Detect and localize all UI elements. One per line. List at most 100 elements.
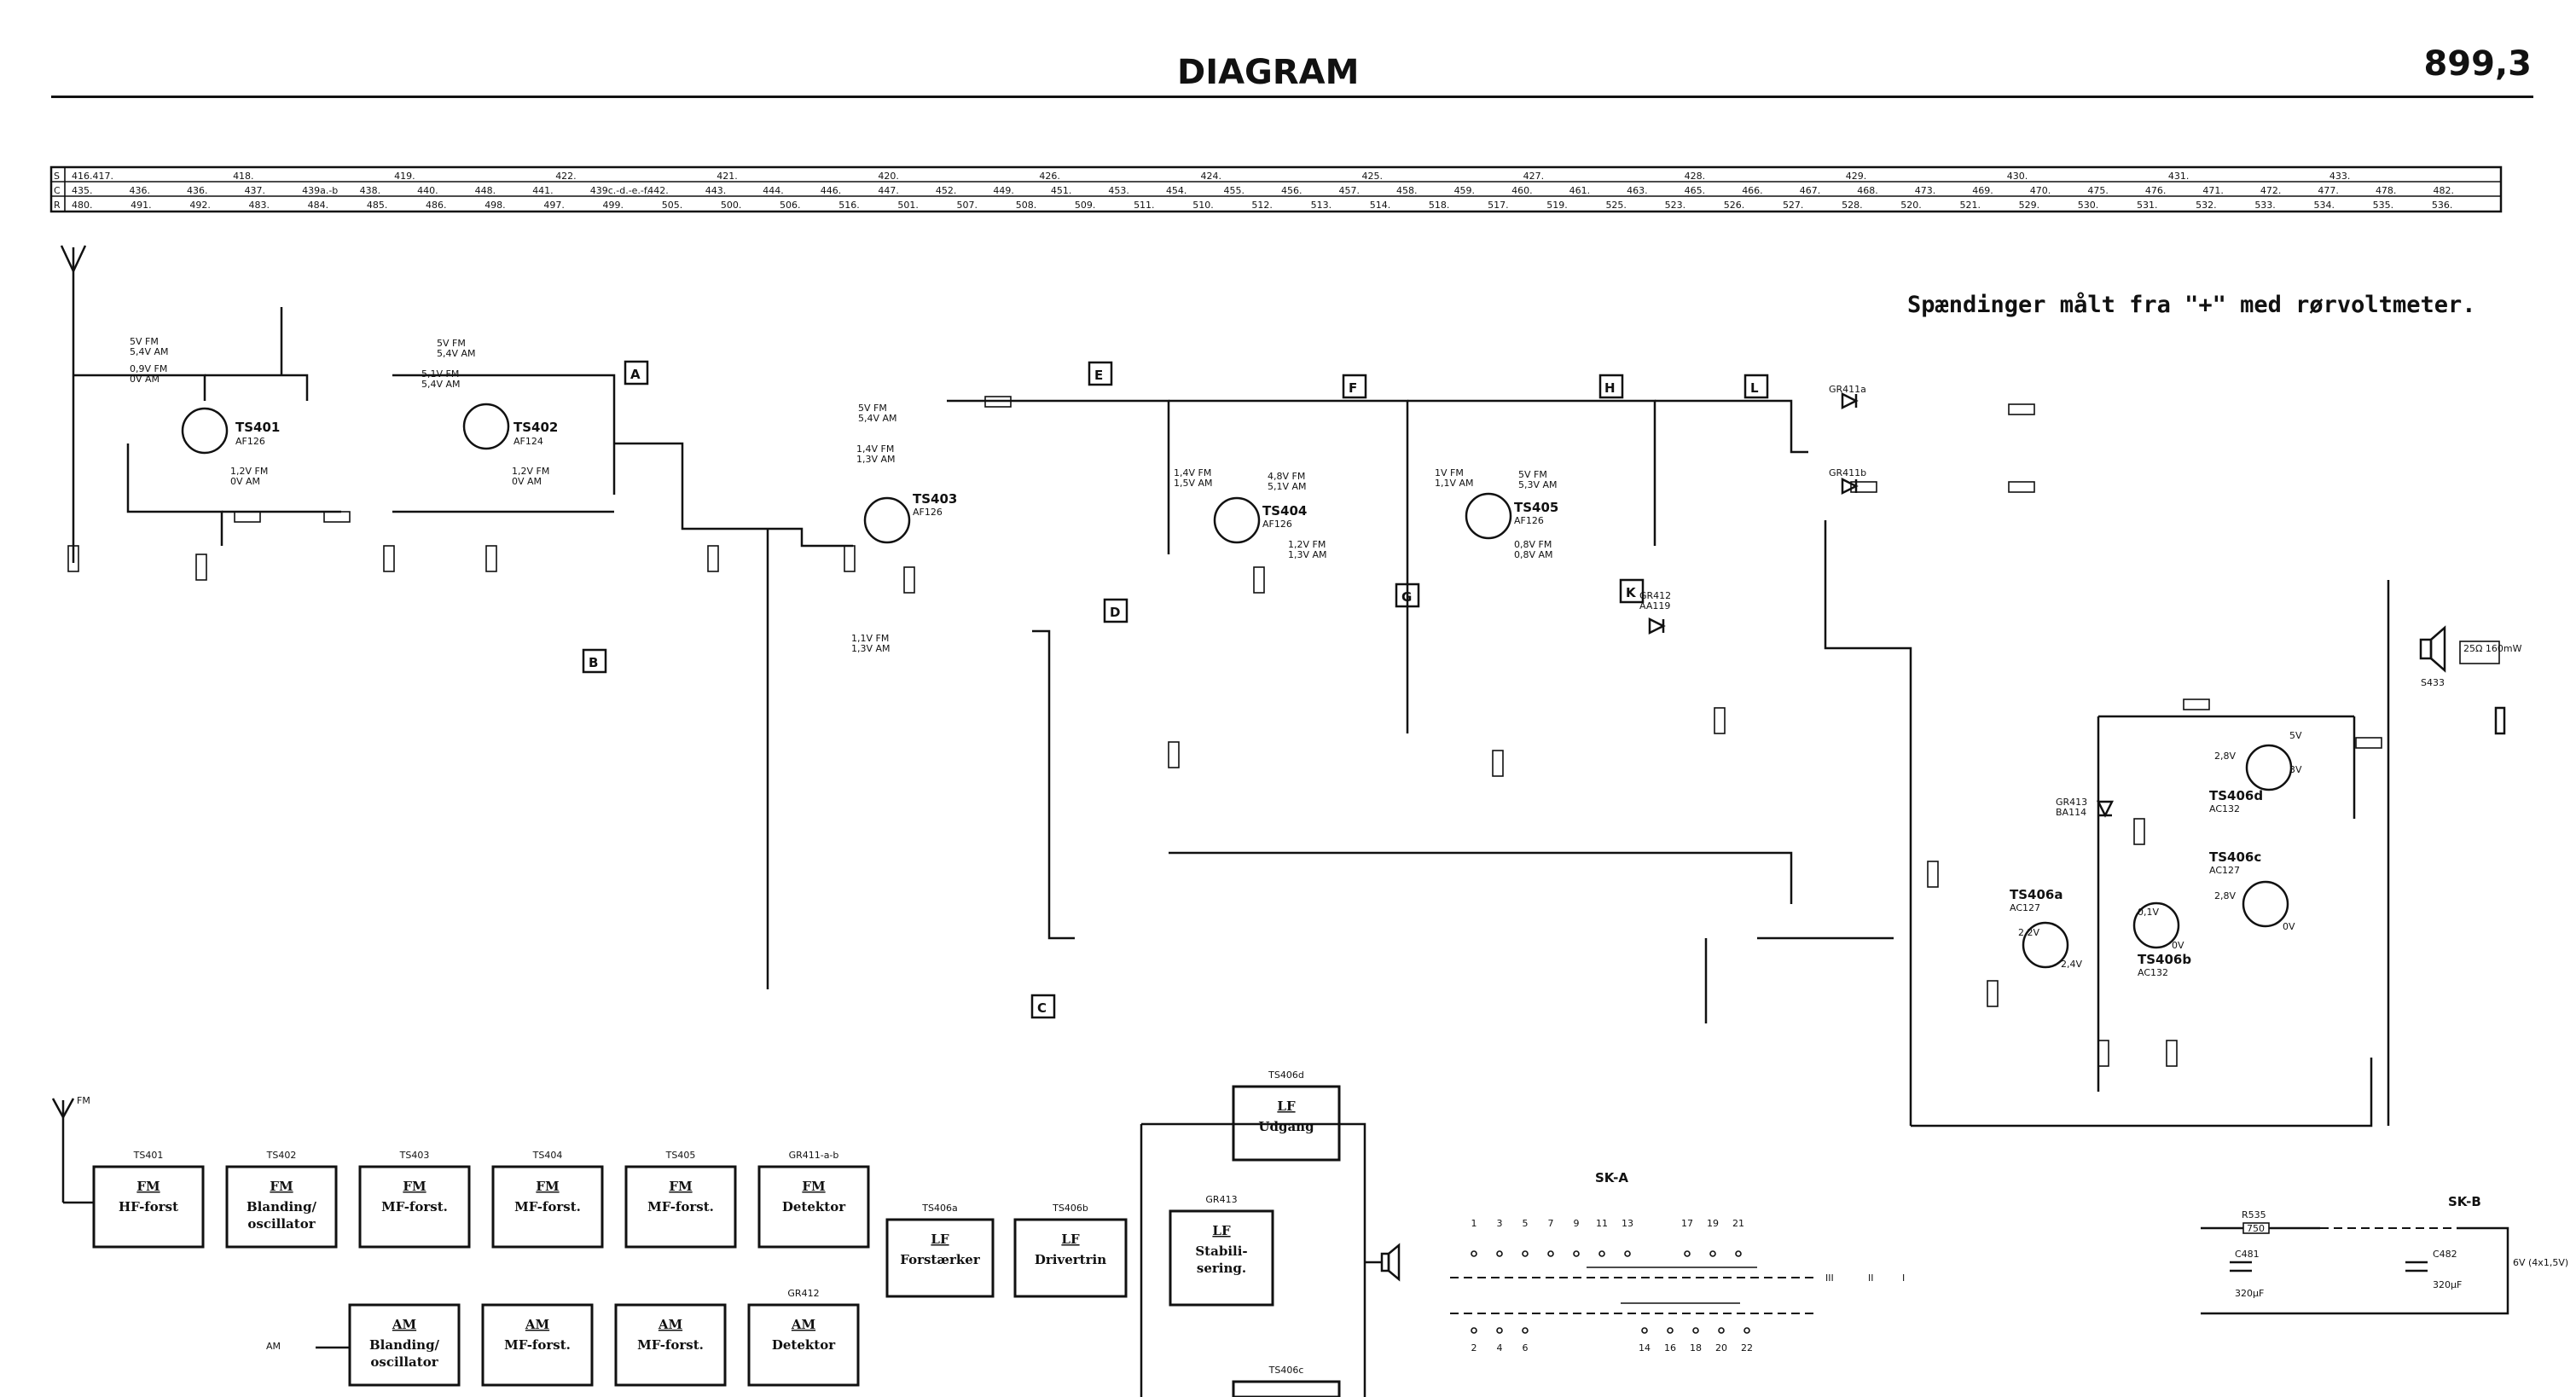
fm-antenna-label: FM [77, 1095, 90, 1106]
gr412-type: AA119 [1639, 600, 1670, 612]
stage-text: HF-forst [119, 1199, 178, 1214]
table-cell: 456. [1281, 185, 1303, 196]
voltage-label: 5V FM [130, 336, 159, 347]
table-cell: 492. [189, 200, 211, 211]
stage-head: LF [931, 1232, 949, 1247]
skb-c2-label: C482 [2433, 1249, 2457, 1260]
table-cell: 420. [878, 171, 899, 182]
ts403-label: TS403 [913, 491, 957, 507]
stage-ref: TS402 [266, 1150, 297, 1161]
table-cell: 421. [717, 171, 738, 182]
ska-pin [1709, 1250, 1716, 1257]
table-cell: 535. [2373, 200, 2394, 211]
ska-pin-label: 4 [1497, 1342, 1503, 1354]
table-cell: 455. [1223, 185, 1244, 196]
voltage-label: 2,8V [2214, 890, 2236, 901]
table-cell: 478. [2376, 185, 2397, 196]
table-cell: 463. [1627, 185, 1648, 196]
table-cell: 431. [2168, 171, 2190, 182]
table-cell: 443. [705, 185, 727, 196]
table-cell: 430. [2007, 171, 2028, 182]
voltage-label: 1,3V AM [1288, 549, 1327, 560]
table-cell: 439c.-d.-e.-f. [590, 185, 650, 196]
table-cell: 505. [662, 200, 683, 211]
table-cell: 501. [897, 200, 919, 211]
ts402-type: AF124 [513, 436, 543, 447]
stage-text: Blanding/ [369, 1337, 440, 1353]
table-cell: 460. [1511, 185, 1533, 196]
marker-a: A [630, 367, 641, 382]
table-cell: 469. [1972, 185, 1993, 196]
ts406a-type: AC127 [2010, 902, 2040, 913]
ska-pin [1718, 1327, 1725, 1334]
voltage-label: 5,4V AM [421, 379, 461, 390]
stage-text: Detektor [772, 1337, 836, 1353]
table-cell: 510. [1192, 200, 1214, 211]
fm-stage-blocks: TS401FMHF-forstTS402FMBlanding/oscillato… [92, 1150, 870, 1249]
skb-c1-label: C481 [2235, 1249, 2260, 1260]
ska-pin-label: 21 [1732, 1218, 1744, 1229]
stage-text: Blanding/ [247, 1199, 317, 1214]
stage-ref: TS404 [532, 1150, 563, 1161]
table-cell: 514. [1370, 200, 1391, 211]
ts401-label: TS401 [235, 420, 280, 435]
ska-pin [1496, 1250, 1503, 1257]
voltage-label: 0,1V [2138, 907, 2159, 918]
stage-text: oscillator [247, 1216, 316, 1232]
voltage-label: 5,1V AM [1268, 481, 1307, 492]
ska-pin [1547, 1250, 1554, 1257]
stage-head: FM [669, 1179, 692, 1194]
ts405-type: AF126 [1514, 515, 1544, 526]
table-cell: 472. [2260, 185, 2282, 196]
ska-pin [1735, 1250, 1742, 1257]
passive-components [67, 396, 2382, 1067]
table-cell: 476. [2145, 185, 2167, 196]
skb-c2-value: 320µF [2433, 1279, 2462, 1290]
marker-b: B [589, 655, 598, 670]
table-cell: 418. [233, 171, 254, 182]
ska-pin [1684, 1250, 1691, 1257]
ska-pos-3: III [1825, 1272, 1834, 1284]
reference-table: S C R 416.417.418.419.422.421.420.426.42… [49, 165, 2503, 213]
voltage-label: 0V [2172, 940, 2184, 951]
table-cell: 516. [838, 200, 860, 211]
stage-ref: GR411-a-b [789, 1150, 839, 1161]
marker-h: H [1604, 380, 1616, 396]
am-antenna-label: AM [266, 1341, 281, 1352]
marker-e: E [1094, 368, 1103, 383]
table-cell: 437. [245, 185, 266, 196]
ska-pin-label: 20 [1715, 1342, 1727, 1354]
stage-head: FM [136, 1179, 160, 1194]
table-cell: 473. [1915, 185, 1936, 196]
table-cell: 419. [394, 171, 415, 182]
ts405-label: TS405 [1514, 500, 1558, 515]
table-cell: 531. [2137, 200, 2158, 211]
ska-pin-label: 14 [1639, 1342, 1651, 1354]
ska-pin [1522, 1250, 1529, 1257]
table-row-label-r: R [54, 200, 61, 211]
voltage-labels: 5V FM 5,4V AM 0,9V FM 0V AM 1,2V FM 0V A… [130, 336, 2302, 970]
ska-pin-label: 17 [1681, 1218, 1693, 1229]
stage-text: MF-forst. [514, 1199, 581, 1214]
stage-head: FM [536, 1179, 559, 1194]
table-cell: 471. [2202, 185, 2224, 196]
table-cell: 486. [426, 200, 447, 211]
table-cell: 527. [1783, 200, 1804, 211]
stage-text: Drivertrin [1035, 1252, 1106, 1267]
speaker-switch-label: S433 [2421, 677, 2445, 688]
table-cell: 433. [2329, 171, 2351, 182]
table-cell: 425. [1362, 171, 1384, 182]
gr412-label: GR412 [1639, 590, 1671, 601]
ska-pin-label: 2 [1471, 1342, 1477, 1354]
table-cell: 509. [1075, 200, 1096, 211]
ts406a-label: TS406a [2010, 887, 2063, 902]
voltage-label: 0V AM [230, 476, 260, 487]
ts406d-label: TS406d [2209, 788, 2263, 803]
table-cell: 517. [1488, 200, 1509, 211]
table-cell: 532. [2196, 200, 2217, 211]
